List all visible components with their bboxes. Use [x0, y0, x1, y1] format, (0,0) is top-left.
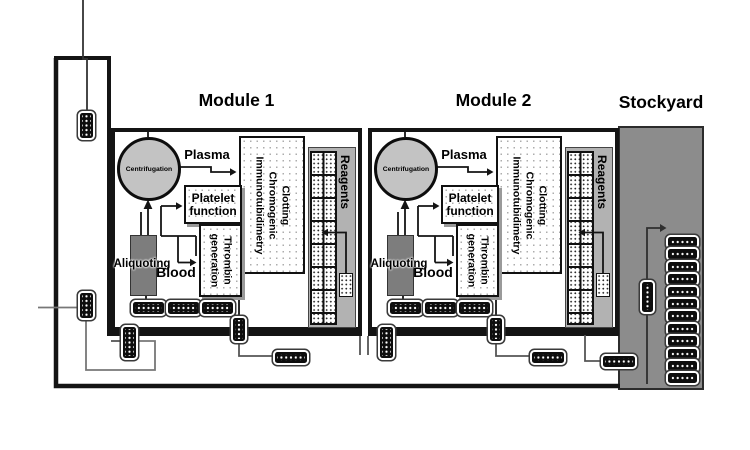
centrifugation-label: Centrifugation: [125, 165, 173, 173]
stockyard-rack: [668, 311, 697, 322]
stockyard-rack: [668, 361, 697, 371]
sample-rack: [532, 352, 564, 363]
module-title: Module 2: [455, 90, 532, 110]
reagent-loading-tray: [339, 273, 353, 297]
reagent-rack-column: [567, 151, 594, 325]
stockyard-rack: [668, 336, 697, 347]
analyzer-box: Clotting Chromogenic Immunotubidimetry: [496, 136, 562, 274]
platelet-label: Platelet function: [446, 190, 494, 218]
stockyard-rack: [668, 249, 697, 260]
thrombin-generation-box: Thrombin generation: [199, 224, 242, 297]
stockyard-rack: [668, 274, 697, 285]
stockyard-rack: [668, 237, 697, 247]
stockyard-rack: [668, 323, 697, 334]
reagents-label: Reagents: [595, 154, 609, 210]
sample-rack: [80, 293, 93, 318]
sample-rack: [80, 113, 93, 138]
sample-rack: [168, 302, 199, 314]
stockyard-title: Stockyard: [618, 92, 704, 112]
stockyard-rack: [668, 286, 697, 297]
sample-rack: [233, 318, 245, 341]
plasma-label: Plasma: [184, 147, 230, 162]
sample-input-line: [82, 0, 88, 114]
sample-rack: [390, 302, 421, 314]
analyzer-box: Clotting Chromogenic Immunotubidimetry: [239, 136, 305, 274]
sample-rack: [380, 327, 393, 358]
sample-rack: [603, 356, 635, 367]
outbound-rack-line: [238, 339, 276, 357]
thrombin-label: Thrombin generation: [465, 233, 491, 288]
sample-rack: [133, 302, 164, 314]
blood-label: Blood: [413, 264, 453, 280]
reagent-rack-column: [310, 151, 337, 325]
sample-rack: [459, 302, 490, 314]
sample-rack: [123, 327, 136, 358]
stockyard-rack: [668, 261, 697, 272]
sample-rack: [642, 282, 653, 312]
module-title: Module 1: [198, 90, 275, 110]
thrombin-label: Thrombin generation: [208, 233, 234, 288]
reagent-loading-tray: [596, 273, 610, 297]
centrifugation-label: Centrifugation: [382, 165, 430, 173]
reagents-label: Reagents: [338, 154, 352, 210]
sample-rack: [202, 302, 233, 314]
stockyard-feed-line: [584, 335, 604, 362]
plasma-label: Plasma: [441, 147, 487, 162]
inter-module-lines: [359, 336, 369, 355]
sample-rack: [490, 318, 502, 341]
platelet-label: Platelet function: [189, 190, 237, 218]
sample-rack: [275, 352, 307, 363]
centrifugation-unit: Centrifugation: [117, 137, 181, 201]
platelet-function-box: Platelet function: [441, 185, 499, 224]
stockyard-rack: [668, 373, 697, 384]
blood-label: Blood: [156, 264, 196, 280]
thrombin-generation-box: Thrombin generation: [456, 224, 499, 297]
platelet-function-box: Platelet function: [184, 185, 242, 224]
sample-rack: [425, 302, 456, 314]
analyzer-label: Clotting Chromogenic Immunotubidimetry: [510, 155, 549, 254]
stockyard-rack: [668, 299, 697, 309]
centrifugation-unit: Centrifugation: [374, 137, 438, 201]
analyzer-label: Clotting Chromogenic Immunotubidimetry: [253, 155, 292, 254]
stockyard-rack: [668, 348, 697, 359]
